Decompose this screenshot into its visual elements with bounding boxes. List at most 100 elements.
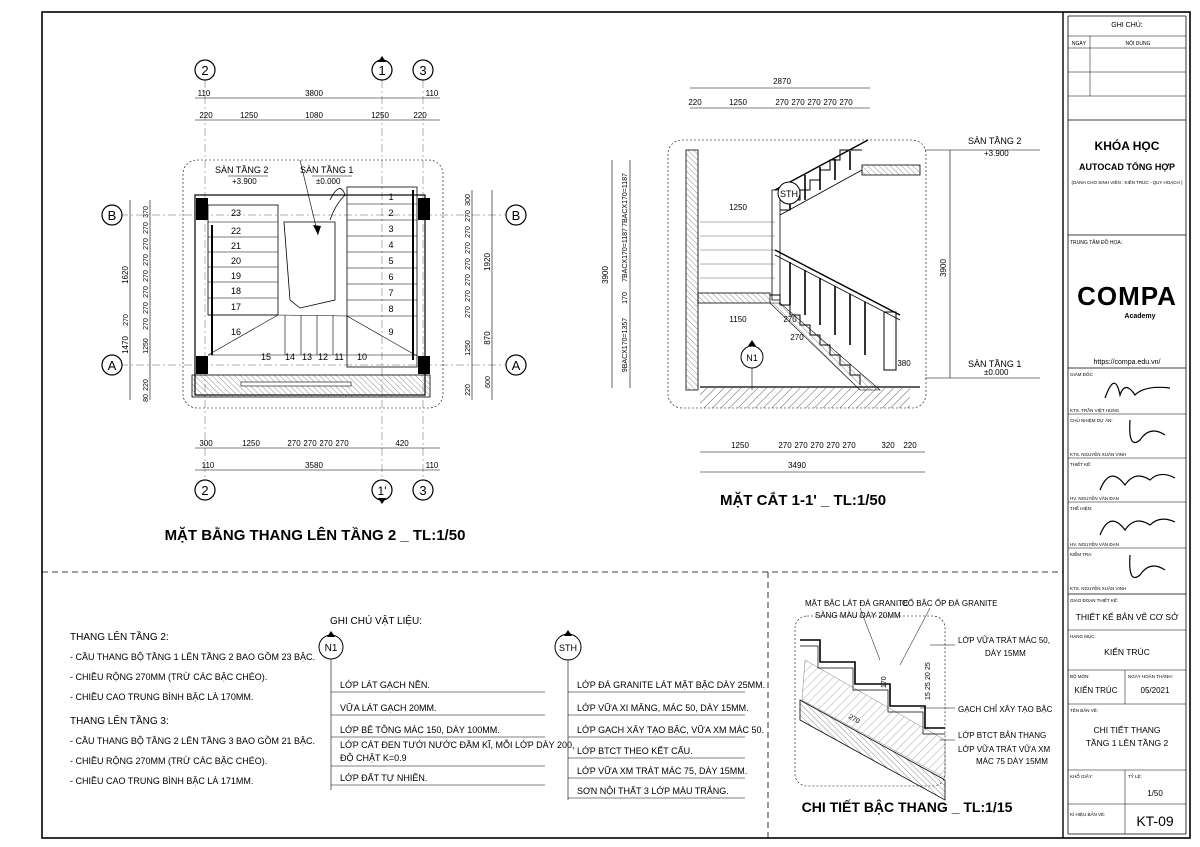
tb-label: KIỂM TRA:: [1070, 551, 1092, 557]
material-item: LỚP ĐẤT TỰ NHIÊN.: [340, 773, 427, 783]
dim-text: 270: [826, 441, 840, 450]
step-number: 19: [231, 271, 241, 281]
dim-text: 270: [465, 226, 472, 238]
detail-label: LỚP VỮA TRÁT MÁC 50,: [958, 636, 1050, 645]
step-number: 17: [231, 302, 241, 312]
dim-text: 1250: [371, 111, 389, 120]
dim-text: 3580: [305, 461, 323, 470]
step-number: 3: [388, 224, 393, 234]
dim-text: 270: [807, 98, 821, 107]
compa-url: https://compa.edu.vn/: [1094, 359, 1161, 366]
dim-text: 270: [143, 270, 150, 282]
step-number: 5: [388, 256, 393, 266]
dim-text: 270: [465, 274, 472, 286]
dim-text: 270: [823, 98, 837, 107]
tb-label: KHỔ GIẤY:: [1070, 773, 1093, 779]
step-number: 10: [357, 352, 367, 362]
material-item: LỚP VỮA XI MĂNG, MÁC 50, DÀY 15MM.: [577, 703, 749, 713]
dim-text: 270: [143, 254, 150, 266]
dim-text: 110: [426, 461, 439, 470]
detail-label: DÀY 15MM: [985, 649, 1026, 658]
dim-text: 220: [688, 98, 702, 107]
grid-label: 3: [419, 483, 426, 498]
material-tag: STH: [780, 189, 798, 199]
grid-label: 2: [201, 63, 208, 78]
level-value: +3.900: [984, 149, 1009, 158]
step-number: 14: [285, 352, 295, 362]
material-item: LỚP BÊ TÔNG MÁC 150, DÀY 100MM.: [340, 725, 500, 735]
dim-text: 270: [791, 98, 805, 107]
step-detail: 270 MẶT BẬC LÁT ĐÁ GRANITE CỔ BẬC ỐP ĐÁ …: [794, 598, 1053, 815]
dim-text: 220: [903, 441, 917, 450]
dim-text: 170: [881, 676, 888, 688]
grid-label: A: [512, 358, 521, 373]
plan-steps-right: 1 2 3 4 5 6 7 8 9: [346, 186, 418, 368]
step-number: 16: [231, 327, 241, 337]
grid-label: B: [108, 208, 117, 223]
plan-steps-left: 23 22 21 20 19 18 17 16: [207, 204, 279, 355]
dim-text: 25: [925, 662, 932, 670]
dim-text: 2870: [773, 77, 791, 86]
material-tag: N1: [325, 643, 338, 654]
dim-text: 220: [199, 111, 213, 120]
compa-logo-sub: Academy: [1124, 313, 1155, 320]
dim-text: 270: [465, 242, 472, 254]
note-item: - CẦU THANG BỘ TẦNG 2 LÊN TẦNG 3 BAO GỒM…: [70, 735, 315, 746]
detail-label: SÀNG MÀU DÀY 20MM: [815, 611, 901, 620]
level-label: SÀN TẦNG 1: [300, 165, 353, 175]
dim-text: 270: [465, 306, 472, 318]
signature-director: [1104, 382, 1171, 399]
dim-text: 7BACX170=1187: [622, 173, 629, 227]
note-heading: THANG LÊN TẦNG 3:: [70, 714, 169, 727]
dim-text: 270: [303, 439, 317, 448]
grid-label: 1: [378, 63, 385, 78]
dim-text: 370: [143, 206, 150, 218]
tb-name: KTS. NGUYỄN XUÂN VINH: [1070, 585, 1126, 591]
material-item: LỚP GẠCH XÂY TẠO BẬC, VỮA XM MÁC 50.: [577, 725, 764, 735]
dim-text: 600: [485, 376, 492, 388]
dim-text: 25: [925, 682, 932, 690]
dim-text: 270: [465, 258, 472, 270]
detail-label: MÁC 75 DÀY 15MM: [976, 757, 1048, 766]
dim-text: 1470: [121, 336, 130, 354]
material-tag: STH: [559, 643, 577, 653]
dim-text: 270: [842, 441, 856, 450]
dim-text: 80: [143, 394, 150, 402]
step-number: 15: [261, 352, 271, 362]
dim-text: 15: [925, 692, 932, 700]
dim-text: 110: [202, 461, 215, 470]
level-value: ±0.000: [984, 368, 1009, 377]
course-subtitle: AUTOCAD TỔNG HỢP: [1079, 161, 1175, 172]
dim-text: 110: [198, 89, 211, 98]
grid-label: 3: [419, 63, 426, 78]
tb-label: HẠNG MỤC:: [1070, 634, 1096, 639]
step-number: 21: [231, 241, 241, 251]
step-number: 20: [231, 256, 241, 266]
tb-label: GIAO ĐOẠN THIẾT KẾ:: [1070, 597, 1118, 603]
course-note: (DÀNH CHO SINH VIÊN : KIẾN TRÚC - QUY HO…: [1071, 178, 1183, 185]
dim-text: 380: [897, 359, 911, 368]
dim-text: 270: [778, 441, 792, 450]
note-heading: THANG LÊN TẦNG 2:: [70, 630, 169, 643]
dim-text: 270: [847, 714, 861, 726]
plan-title: MẶT BẰNG THANG LÊN TẦNG 2 _ TL:1/50: [165, 526, 466, 544]
compa-logo: COMPA: [1077, 281, 1177, 311]
section-title: MẶT CẮT 1-1' _ TL:1/50: [720, 491, 886, 509]
step-number: 2: [388, 208, 393, 218]
tb-value: CHI TIẾT THANG: [1093, 725, 1160, 735]
tb-name: KTS. NGUYỄN XUÂN VINH: [1070, 451, 1126, 457]
dim-text: 1080: [305, 111, 323, 120]
detail-title: CHI TIẾT BẬC THANG _ TL:1/15: [802, 798, 1013, 815]
dim-text: 270: [465, 290, 472, 302]
tb-label: THIẾT KẾ:: [1070, 461, 1091, 467]
detail-label: LỚP BTCT BẢN THANG: [958, 731, 1046, 740]
stair-plan: 2 1 3 2 1' 3 B B A A 110 3800 110 220 12…: [101, 56, 527, 544]
dim-text: 20: [925, 672, 932, 680]
level-value: +3.900: [232, 177, 257, 186]
tb-label: GIÁM ĐỐC: [1070, 371, 1094, 377]
tb-label: TRUNG TÂM ĐỒ HỌA:: [1070, 239, 1122, 246]
step-number: 23: [231, 208, 241, 218]
tb-label: NGÀY HOÀN THÀNH:: [1128, 673, 1173, 679]
dim-text: 1250: [143, 338, 150, 354]
